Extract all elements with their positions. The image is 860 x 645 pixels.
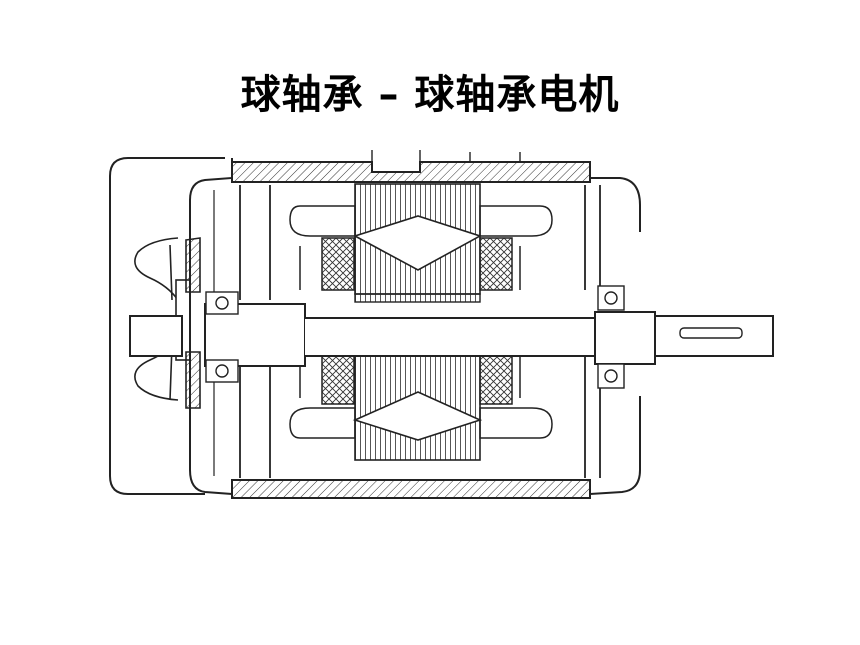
end-shields <box>213 185 601 478</box>
front-bearing <box>205 291 239 383</box>
rear-bearing <box>597 285 625 389</box>
stator-windings <box>289 205 553 439</box>
page-title: 球轴承 – 球轴承电机 <box>240 72 620 118</box>
stator-core <box>352 183 483 461</box>
fan-cover <box>109 157 225 495</box>
shaft-key <box>679 327 743 339</box>
frame <box>189 150 641 499</box>
